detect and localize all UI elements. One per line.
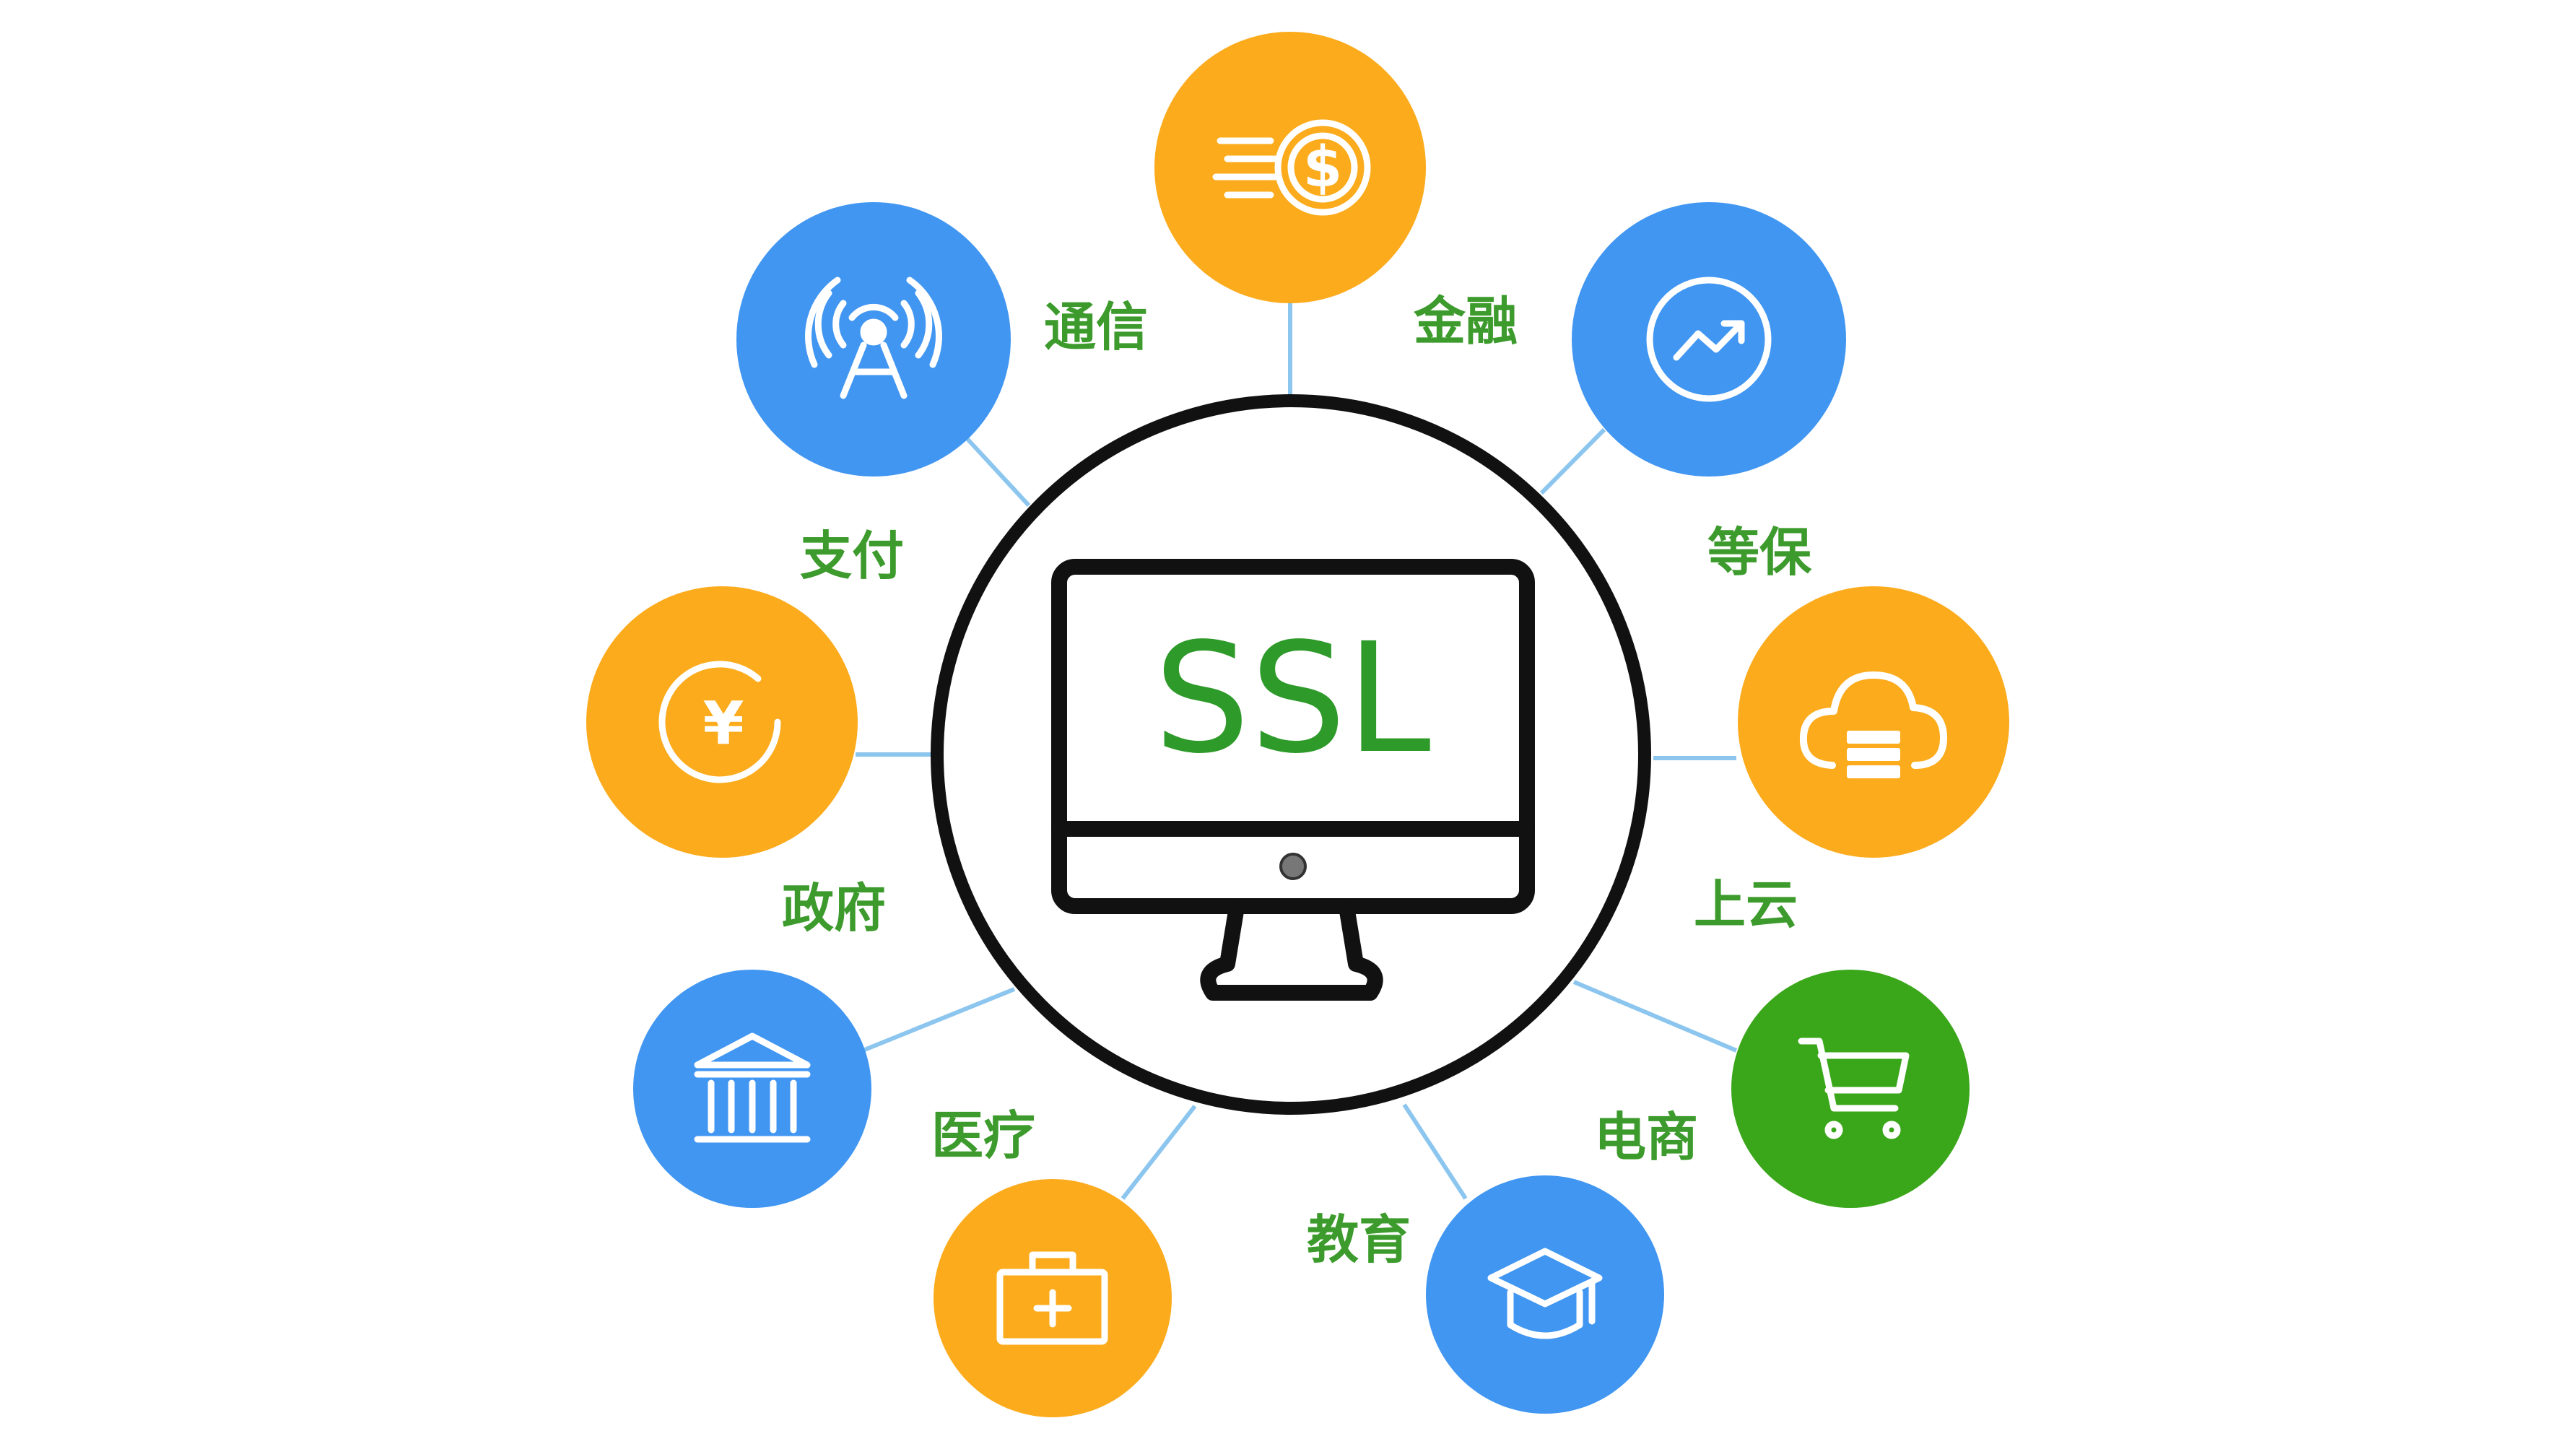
bank-building-icon [694, 1032, 811, 1143]
node-payment-circle [586, 586, 858, 858]
label-telecom-2: 支付 [800, 526, 904, 586]
trend-chart-icon [1646, 277, 1772, 402]
label-cloud: 等保 [1707, 522, 1812, 583]
central-ring [931, 394, 1651, 1115]
server-stack-icon [1847, 731, 1900, 778]
medical-kit-icon [996, 1251, 1108, 1345]
monitor-icon [1051, 559, 1535, 1001]
signal-tower-icon [805, 277, 942, 399]
label-payment: 政府 [782, 878, 886, 939]
node-cloud-circle [1738, 586, 2009, 858]
label-medical: 教育 [1307, 1209, 1411, 1270]
connector-government [861, 987, 1016, 1053]
connector-cart [1572, 980, 1738, 1053]
node-payment: ¥ [586, 586, 858, 858]
monitor-power-dot [1279, 853, 1307, 880]
node-medical [934, 1179, 1172, 1417]
node-cart [1731, 970, 1970, 1208]
label-government: 医疗 [931, 1105, 1035, 1166]
label-education: 电商 [1594, 1107, 1698, 1167]
node-cloud [1738, 586, 2009, 858]
node-trend [1572, 202, 1846, 477]
connector-education [1402, 1103, 1468, 1200]
label-cart: 上云 [1694, 874, 1798, 935]
connector-trend [1539, 427, 1606, 495]
node-labels: 通信 金融 等保 上云 电商 教育 医疗 政府 支付 [782, 291, 1812, 1270]
graduation-cap-icon [1487, 1248, 1603, 1339]
yuan-coin-icon: ¥ [658, 661, 781, 783]
cloud-server-icon [1799, 671, 1947, 769]
connector-medical [1121, 1105, 1197, 1200]
connector-lines [856, 296, 1738, 1200]
svg-text:$: $ [1303, 135, 1342, 200]
label-trend: 金融 [1413, 291, 1518, 352]
label-telecom: 通信 [1044, 297, 1148, 357]
shopping-cart-icon [1798, 1038, 1910, 1139]
connector-telecom [965, 437, 1031, 508]
node-telecom [736, 202, 1011, 477]
central-hub: SSL [931, 394, 1651, 1115]
svg-text:¥: ¥ [702, 690, 744, 758]
ssl-label: SSL [1154, 610, 1431, 787]
node-government [633, 970, 871, 1208]
node-education-circle [1426, 1175, 1664, 1414]
dollar-coin-icon: $ [1212, 119, 1371, 216]
node-finance: $ [1154, 32, 1426, 303]
use-case-nodes: $ [586, 32, 2009, 1417]
node-education [1426, 1175, 1664, 1414]
